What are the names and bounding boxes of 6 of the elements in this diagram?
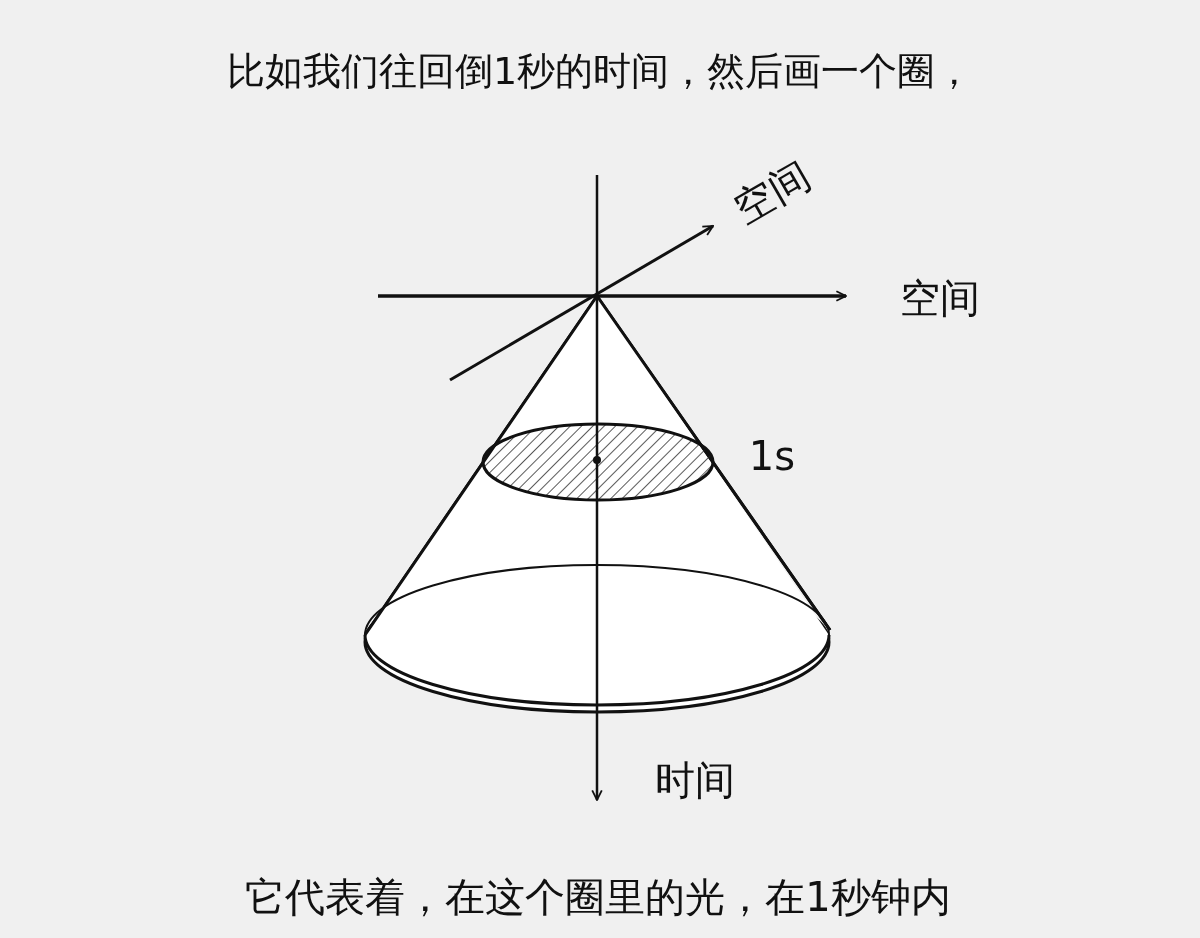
caption-text: 比如我们往回倒1秒的时间，然后画一个圈，	[226, 51, 974, 93]
axis-label: 时间	[655, 758, 735, 802]
caption-text: 它代表着，在这个圈里的光，在1秒钟内	[245, 875, 951, 919]
axis-label: 空间	[726, 152, 818, 232]
axis-label: 1s	[748, 434, 796, 478]
axis-label: 空间	[900, 276, 980, 320]
